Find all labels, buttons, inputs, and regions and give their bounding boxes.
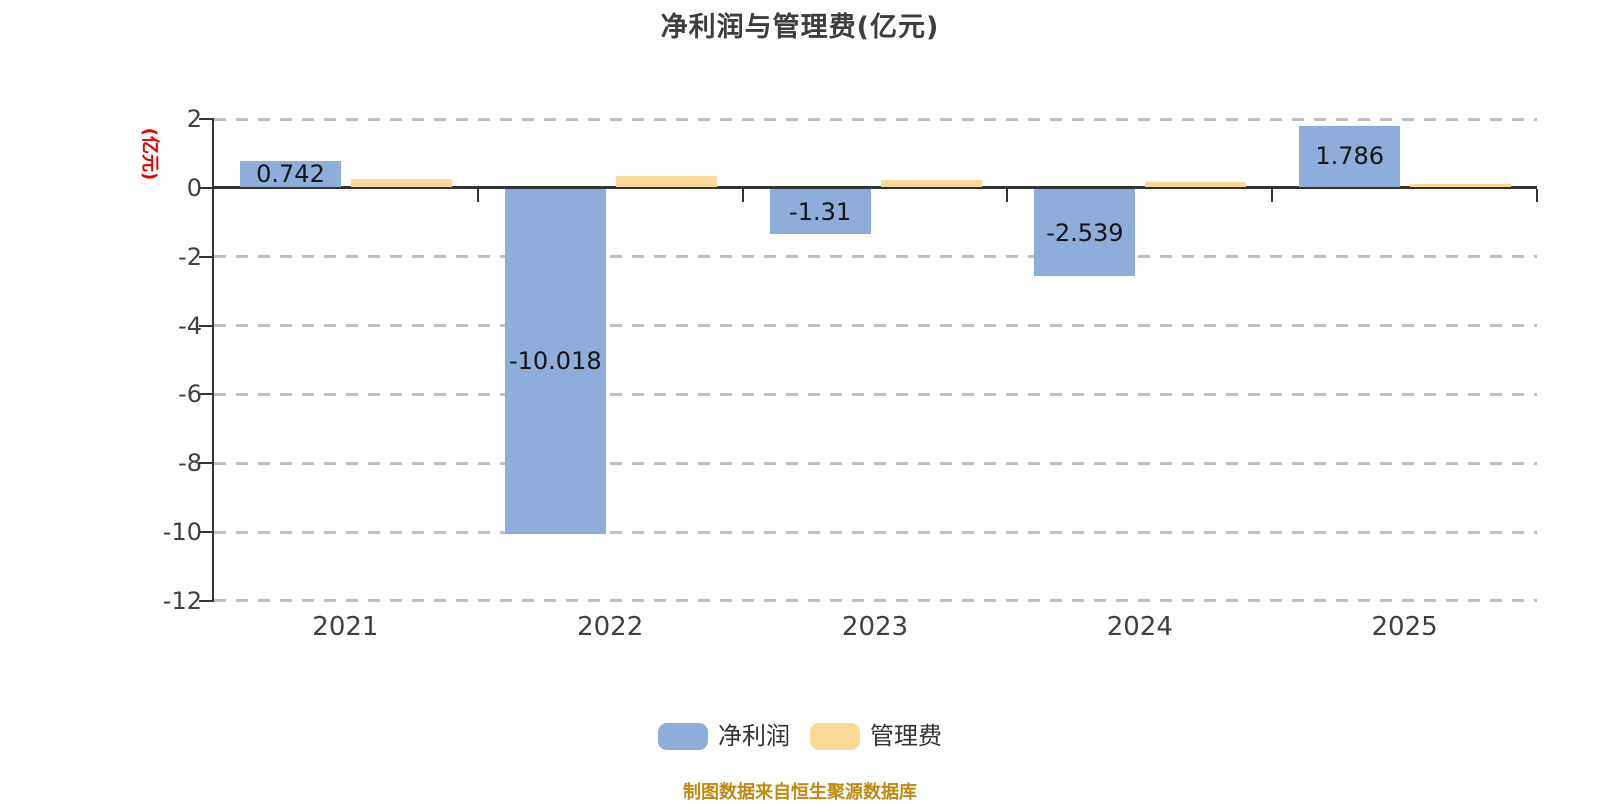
y-axis-tick-label: -12 [162, 586, 202, 615]
bar-net-profit [769, 189, 871, 235]
y-axis-tick [199, 531, 213, 533]
x-axis-category-label: 2021 [312, 612, 379, 642]
legend-label: 管理费 [870, 722, 942, 750]
y-axis-tick-label: -4 [178, 311, 202, 340]
bar-value-label: -2.539 [1046, 218, 1124, 247]
y-axis-tick-label: -8 [178, 449, 202, 478]
x-axis-category-label: 2023 [841, 612, 909, 642]
gridline [214, 255, 1537, 259]
y-axis-tick [199, 324, 213, 327]
bar-net-profit [1299, 125, 1401, 187]
gridline [214, 530, 1537, 534]
bar-value-label: -1.31 [789, 197, 852, 226]
x-axis-zero-line [213, 186, 1537, 189]
gridline [214, 117, 1537, 121]
bar-net-profit [1034, 189, 1136, 277]
y-axis-tick-label: 0 [186, 174, 202, 202]
y-axis-tick-label: -6 [178, 380, 202, 409]
x-axis-tick [1271, 189, 1274, 202]
legend-item-management-fee[interactable]: 管理费 [810, 723, 942, 750]
y-axis-tick [199, 462, 213, 465]
y-axis-tick [199, 255, 213, 258]
x-axis-category-label: 2025 [1371, 612, 1438, 642]
legend-label: 净利润 [718, 722, 790, 750]
bar-net-profit [240, 161, 341, 187]
y-axis-line [212, 117, 214, 603]
bar-management-fee [1145, 182, 1247, 187]
bar-management-fee [351, 179, 452, 187]
chart-title: 净利润与管理费(亿元) [660, 12, 940, 43]
bar-management-fee [615, 175, 717, 187]
gridline [214, 599, 1537, 603]
legend-swatch-management-fee [810, 723, 860, 750]
y-axis-tick-label: -2 [178, 242, 202, 271]
x-axis-category-label: 2024 [1106, 612, 1173, 642]
bar-management-fee [880, 180, 982, 187]
gridline [214, 461, 1537, 465]
y-axis-tick [199, 393, 213, 396]
bar-net-profit [504, 189, 606, 534]
y-axis-tick-label: 2 [186, 105, 202, 134]
x-axis-tick [1006, 189, 1009, 202]
x-axis-tick [1536, 189, 1538, 202]
data-source-note: 制图数据来自恒生聚源数据库 [683, 782, 917, 803]
bar-management-fee [1410, 183, 1512, 187]
bar-value-label: 1.786 [1315, 142, 1385, 171]
y-axis-tick-label: -10 [162, 518, 202, 546]
x-axis-tick [476, 189, 479, 202]
y-axis-tick [199, 118, 213, 121]
legend-swatch-net-profit [658, 723, 708, 750]
x-axis-category-label: 2022 [577, 612, 644, 642]
x-axis-tick [741, 189, 744, 202]
bar-value-label: -10.018 [508, 347, 602, 376]
y-axis-tick [199, 187, 213, 189]
gridline [214, 392, 1537, 396]
y-axis-tick [199, 599, 213, 602]
legend-item-net-profit[interactable]: 净利润 [658, 723, 790, 750]
gridline [214, 324, 1537, 328]
bar-value-label: 0.742 [256, 160, 325, 189]
legend: 净利润 管理费 [0, 723, 1600, 750]
